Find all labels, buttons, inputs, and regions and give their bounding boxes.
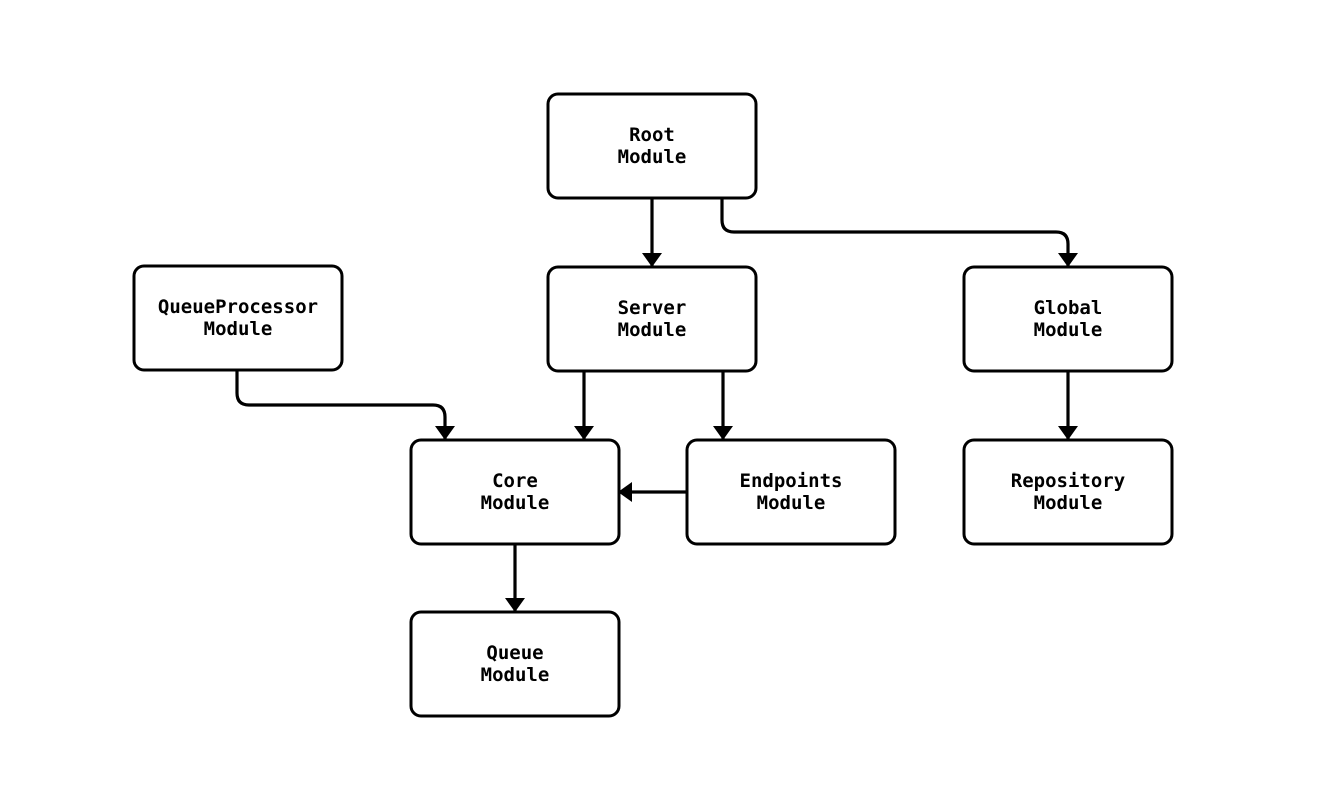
node-server-label-line1: Server — [618, 297, 687, 319]
node-repository-label-line2: Module — [1034, 492, 1103, 514]
edge-root-to-global — [720, 198, 1078, 267]
node-queue-label-line1: Queue — [486, 642, 543, 664]
node-global-label-line1: Global — [1034, 297, 1103, 319]
node-queueprocessor-label-line1: QueueProcessor — [158, 296, 318, 318]
node-core-label-line2: Module — [481, 492, 550, 514]
edge-queueprocessor-to-core — [235, 370, 455, 440]
node-root-label-line2: Module — [618, 146, 687, 168]
node-queueprocessor-label-line2: Module — [204, 318, 273, 340]
node-core-label-line1: Core — [492, 470, 538, 492]
node-root-label-line1: Root — [629, 124, 675, 146]
node-endpoints-label-line1: Endpoints — [740, 470, 843, 492]
node-repository-label-line1: Repository — [1011, 470, 1125, 492]
node-global-label-line2: Module — [1034, 319, 1103, 341]
node-endpoints-label-line2: Module — [757, 492, 826, 514]
node-server-label-line2: Module — [618, 319, 687, 341]
node-queue-label-line2: Module — [481, 664, 550, 686]
